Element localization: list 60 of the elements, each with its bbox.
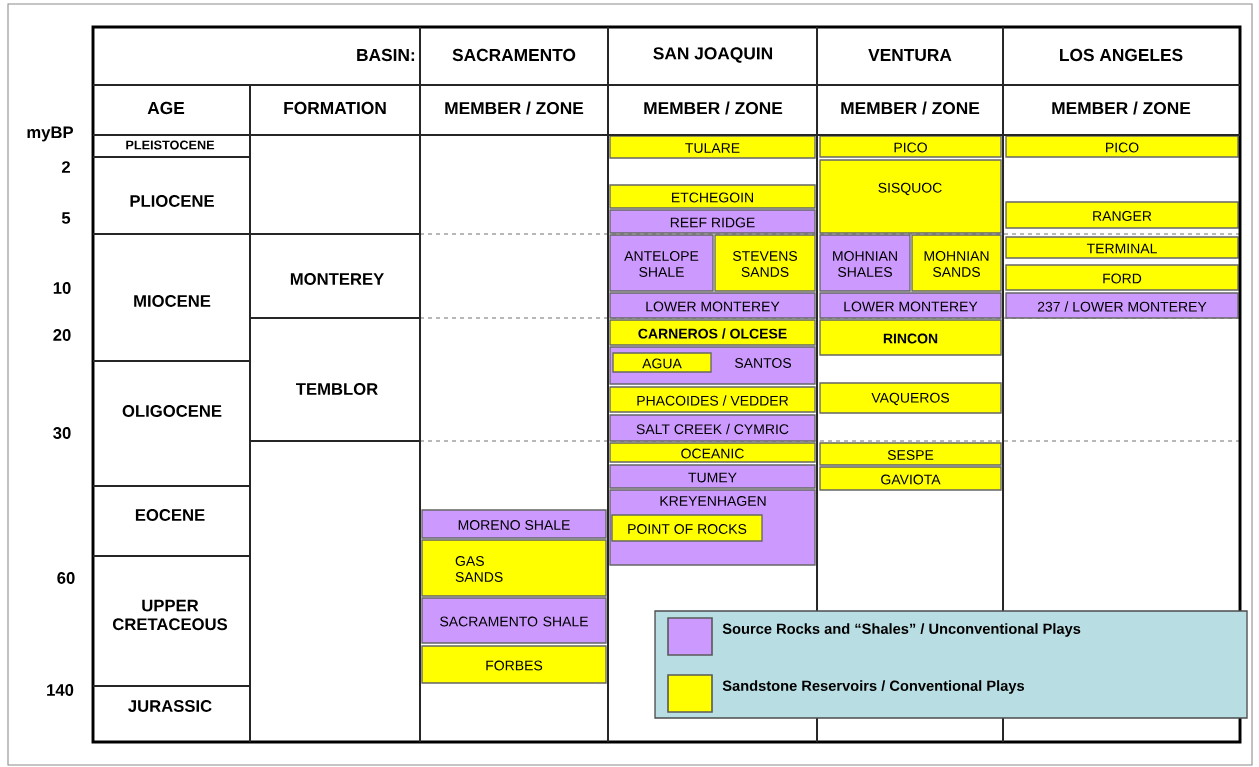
rock-unit-box: 237 / LOWER MONTEREY xyxy=(1005,292,1239,319)
column-header: LOS ANGELES xyxy=(1060,48,1183,62)
column-header: BASIN: xyxy=(357,48,415,62)
age-number: 30 xyxy=(53,427,71,439)
rock-unit-box: VAQUEROS xyxy=(819,382,1002,414)
rock-unit-box: ANTELOPE SHALE xyxy=(609,234,714,292)
epoch-name: PLIOCENE xyxy=(130,195,214,207)
rock-unit-box: PHACOIDES / VEDDER xyxy=(609,386,816,413)
formation-name: TEMBLOR xyxy=(296,383,378,395)
column-header: VENTURA xyxy=(868,48,952,62)
rock-unit-box: FORBES xyxy=(421,645,607,684)
rock-unit-box: MOHNIAN SHALES xyxy=(819,234,911,292)
rock-unit-box: TULARE xyxy=(609,135,816,159)
rock-unit-box: RINCON xyxy=(819,319,1002,356)
column-header: MEMBER / ZONE xyxy=(445,101,584,115)
legend-text: Source Rocks and “Shales” / Unconventional Plays xyxy=(722,623,1081,637)
age-number: 5 xyxy=(61,212,71,224)
rock-unit-box: LOWER MONTEREY xyxy=(609,292,816,319)
rock-unit-box: POINT OF ROCKS xyxy=(611,514,763,542)
rock-unit-box: MOHNIAN SANDS xyxy=(911,234,1002,292)
rock-unit-box: GAVIOTA xyxy=(819,466,1002,491)
column-header: FORMATION xyxy=(284,101,386,115)
column-header: MEMBER / ZONE xyxy=(841,101,980,115)
epoch-name: UPPER CRETACEOUS xyxy=(112,599,228,631)
rock-unit-box: TUMEY xyxy=(609,464,816,489)
axis-title: myBP xyxy=(27,126,74,142)
epoch-name: EOCENE xyxy=(135,509,205,521)
epoch-name: JURASSIC xyxy=(128,700,212,712)
column-header: MEMBER / ZONE xyxy=(1052,101,1191,115)
epoch-name: MIOCENE xyxy=(134,295,211,307)
rock-unit-box: SESPE xyxy=(819,442,1002,466)
rock-unit-box: SALT CREEK / CYMRIC xyxy=(609,414,816,442)
age-number: 20 xyxy=(53,329,71,341)
rock-unit-box: PICO xyxy=(819,135,1002,158)
rock-unit-box: FORD xyxy=(1005,264,1239,291)
rock-unit-box: PICO xyxy=(1005,135,1239,158)
rock-unit-box: MORENO SHALE xyxy=(421,509,607,539)
age-number: 10 xyxy=(53,282,71,294)
rock-unit-box: REEF RIDGE xyxy=(609,209,816,234)
legend-text: Sandstone Reservoirs / Conventional Plays xyxy=(722,680,1025,694)
epoch-name: PLEISTOCENE xyxy=(126,140,215,150)
column-header: SACRAMENTO xyxy=(452,48,576,62)
column-header: AGE xyxy=(147,101,185,115)
rock-unit-box: TERMINAL xyxy=(1005,236,1239,259)
rock-unit-box: SACRAMENTO SHALE xyxy=(421,597,607,644)
rock-unit-box: GAS SANDS xyxy=(421,539,607,597)
rock-unit-box: OCEANIC xyxy=(609,442,816,463)
age-number: 2 xyxy=(61,161,70,173)
rock-unit-box: RANGER xyxy=(1005,201,1239,229)
formation-name: MONTEREY xyxy=(290,273,384,285)
rock-unit-box: LOWER MONTEREY xyxy=(819,292,1002,319)
rock-unit-box: STEVENS SANDS xyxy=(714,234,816,292)
rock-unit-box: AGUA xyxy=(612,352,712,373)
epoch-name: OLIGOCENE xyxy=(122,405,222,417)
column-header: MEMBER / ZONE xyxy=(644,101,783,115)
age-number: 60 xyxy=(57,572,75,584)
rock-unit-box: CARNEROS / OLCESE xyxy=(609,319,816,346)
column-header: SAN JOAQUIN xyxy=(653,47,772,63)
rock-unit-box: ETCHEGOIN xyxy=(609,184,816,209)
age-number: 140 xyxy=(47,684,74,696)
